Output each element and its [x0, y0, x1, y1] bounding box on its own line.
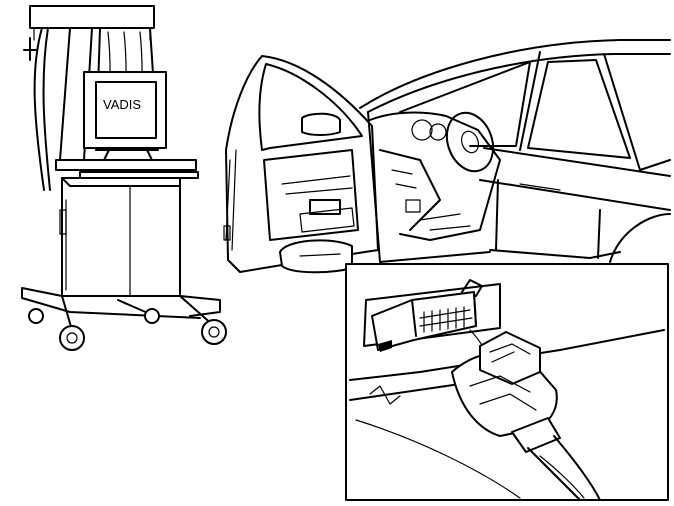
rear-door-handle	[519, 183, 561, 191]
door-trim	[263, 149, 359, 241]
cart-cabinet	[61, 177, 181, 297]
inset-socket-bezel	[363, 283, 501, 347]
rear-side-window	[527, 59, 631, 159]
steering-wheel	[445, 111, 495, 173]
obd-socket	[371, 279, 483, 352]
pedals	[419, 213, 471, 231]
door-window-frame	[258, 63, 363, 151]
center-console	[379, 149, 441, 231]
obd-socket-pins	[423, 306, 465, 333]
obd-socket-clip	[461, 279, 483, 297]
instrument-cluster	[411, 119, 433, 141]
car-interior	[369, 111, 501, 241]
side-mirror	[301, 112, 341, 136]
cart-top-shelf	[29, 5, 155, 29]
armrest	[281, 175, 353, 195]
rear-wheel-arch	[609, 213, 671, 263]
cart-cable	[33, 27, 51, 191]
driver-seat	[399, 129, 501, 241]
vadis-cart: VADIS	[21, 5, 227, 351]
obd-plug	[451, 331, 601, 501]
cart-work-shelf	[55, 159, 197, 171]
open-front-door	[223, 55, 381, 273]
obd-detail-inset	[345, 263, 669, 501]
car-body	[359, 39, 671, 263]
rear-door-seam	[495, 179, 601, 259]
obd-plug-grip	[469, 375, 537, 411]
cart-wheels	[28, 308, 227, 351]
monitor-label: VADIS	[103, 97, 141, 112]
monitor-screen	[95, 81, 157, 139]
monitor: VADIS	[83, 71, 167, 161]
door-panel	[225, 55, 379, 273]
inset-trim-curve	[355, 419, 521, 499]
obd-plug-head	[479, 331, 541, 385]
door-pocket	[299, 207, 355, 233]
obd-cable	[527, 447, 581, 501]
keyboard	[79, 171, 199, 179]
dashboard	[369, 111, 479, 131]
front-wheel	[279, 239, 353, 274]
car-roof	[359, 39, 671, 109]
obd-plug-strain-relief	[511, 417, 561, 453]
door-hinge	[223, 225, 231, 241]
